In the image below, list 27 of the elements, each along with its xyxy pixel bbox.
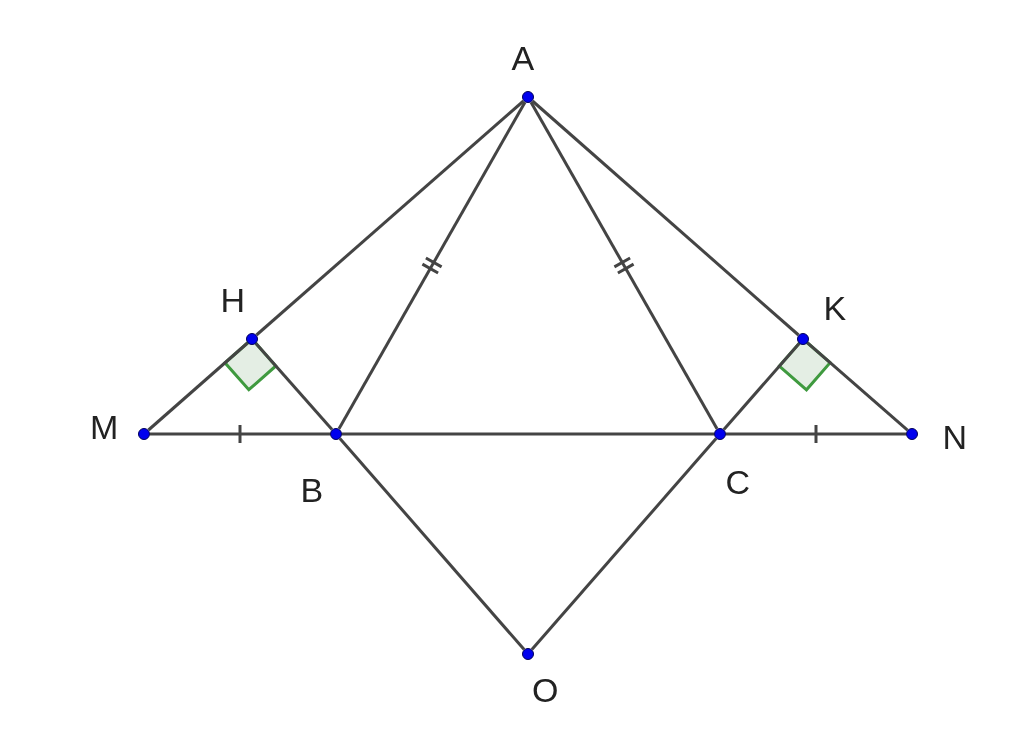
point-dot [522,91,534,103]
point-dot [246,333,258,345]
line-segment [726,432,906,436]
point-label: N [942,420,968,454]
point-label: A [511,41,535,75]
point-label: H [220,283,246,317]
point-label: B [300,473,324,507]
line-segment [147,341,249,432]
line-segment [530,437,718,651]
point-label: M [90,410,119,444]
point-label: O [532,673,559,707]
point-label: K [823,291,847,325]
point-dot [714,428,726,440]
line-segment [531,99,800,337]
line-segment [529,101,719,430]
line-segment [150,432,330,436]
point-label: C [725,465,751,499]
point-dot [138,428,150,440]
line-segment [806,341,909,432]
line-segment [337,101,527,430]
line-segment [722,342,801,431]
point-dot [522,648,534,660]
line-segment [342,432,714,436]
point-dot [906,428,918,440]
line-segment [338,437,526,651]
line-segment [254,342,334,431]
line-segment [255,99,525,337]
